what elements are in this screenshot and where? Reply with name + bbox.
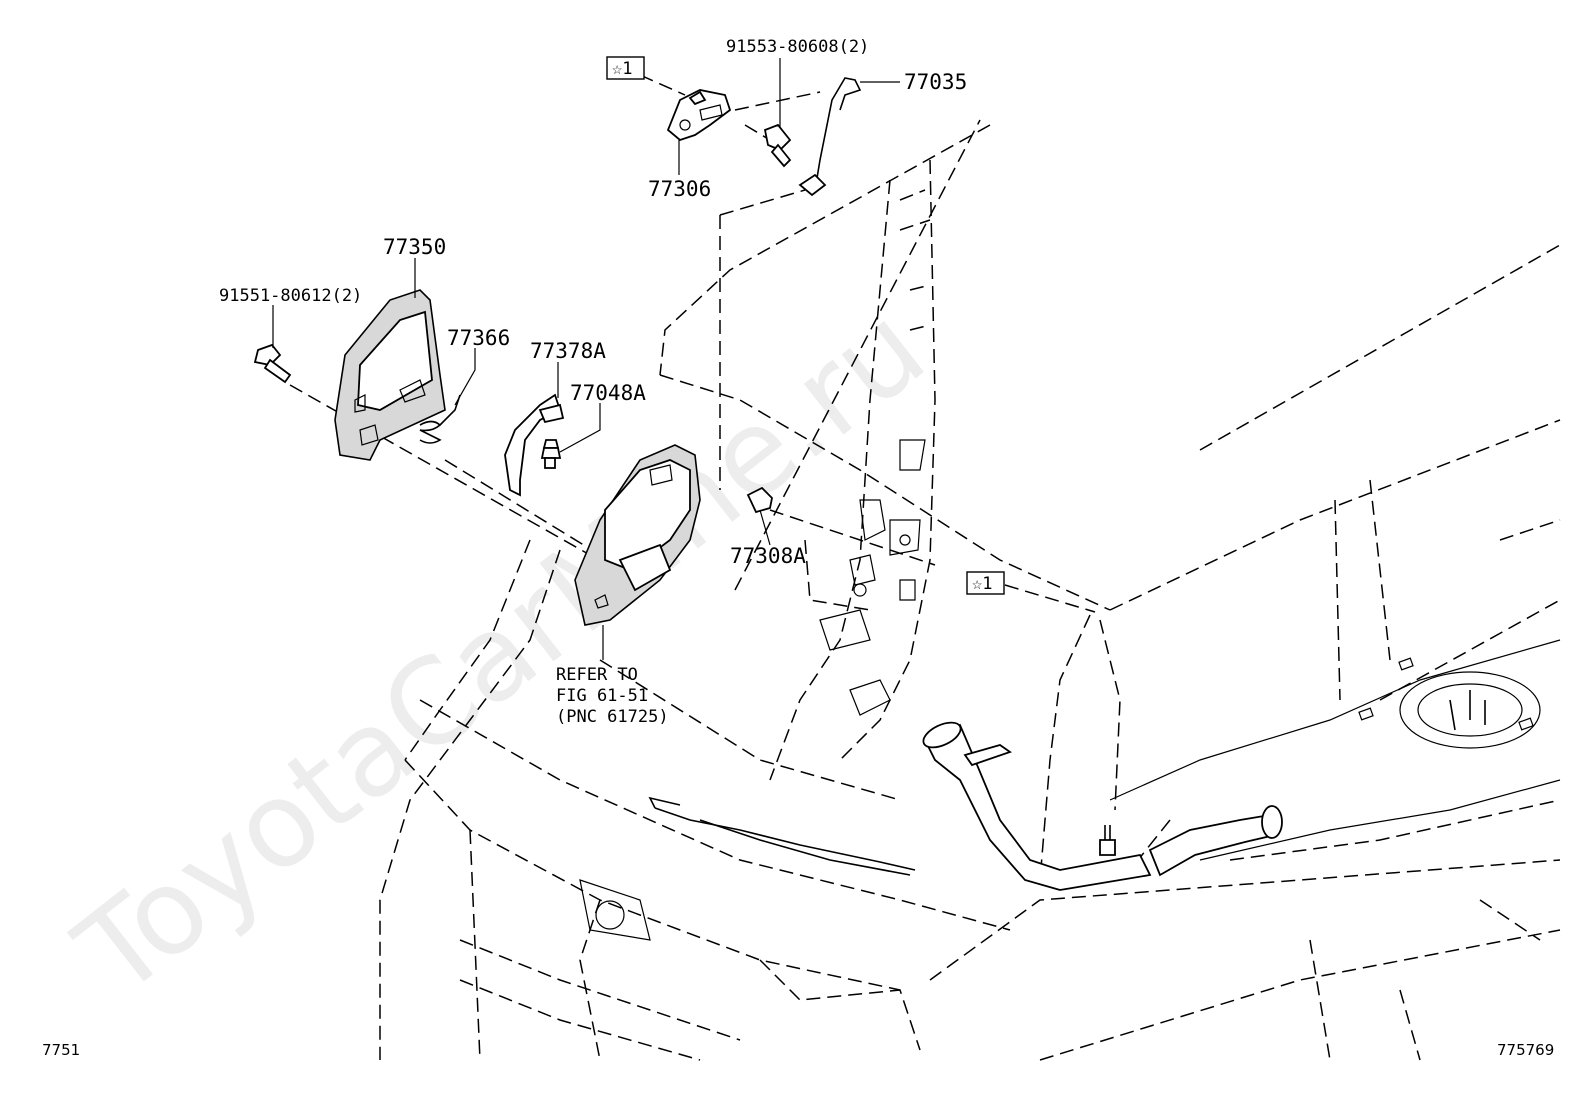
vehicle-body-outline xyxy=(379,119,1561,1061)
label-77308A: 77308A xyxy=(730,544,806,568)
fuel-lid-housing xyxy=(574,444,701,626)
fuel-lid-part xyxy=(334,289,446,461)
refer-line-3: (PNC 61725) xyxy=(556,707,669,727)
star-marker-right-text: ☆1 xyxy=(972,574,992,594)
label-77306: 77306 xyxy=(648,177,711,201)
label-91551: 91551-80612(2) xyxy=(219,286,362,306)
star-marker-top-text: ☆1 xyxy=(612,59,632,79)
star-marker-right: ☆1 xyxy=(966,571,1005,595)
clip-77048A xyxy=(540,439,562,469)
leader-lines xyxy=(272,58,900,660)
corner-id-right: 775769 xyxy=(1497,1041,1554,1059)
bumper-77308A xyxy=(746,486,773,514)
refer-line-1: REFER TO xyxy=(556,665,638,685)
label-77035: 77035 xyxy=(904,70,967,94)
alignment-lines xyxy=(289,74,1096,613)
fuel-filler-pipe xyxy=(922,721,1283,891)
fuel-tank-outline xyxy=(1109,639,1561,861)
wiper-outline xyxy=(648,796,916,876)
cable-77035 xyxy=(798,77,862,197)
bracket-77378A xyxy=(504,393,565,497)
watermark-text: ToyotaCarMine.ru xyxy=(51,279,949,1023)
refer-line-2: FIG 61-51 xyxy=(556,686,648,706)
pillar-structure xyxy=(769,159,936,781)
corner-id-left: 7751 xyxy=(42,1041,80,1059)
star-marker-top: ☆1 xyxy=(606,56,645,80)
label-91553: 91553-80608(2) xyxy=(726,37,869,57)
label-77350: 77350 xyxy=(383,235,446,259)
label-77366: 77366 xyxy=(447,326,510,350)
grille-outline xyxy=(579,879,651,941)
bolt-91553 xyxy=(763,123,792,168)
lock-actuator-77306 xyxy=(666,89,732,142)
bolt-91551 xyxy=(253,343,292,384)
label-77378A: 77378A xyxy=(530,339,606,363)
label-77048A: 77048A xyxy=(570,381,646,405)
